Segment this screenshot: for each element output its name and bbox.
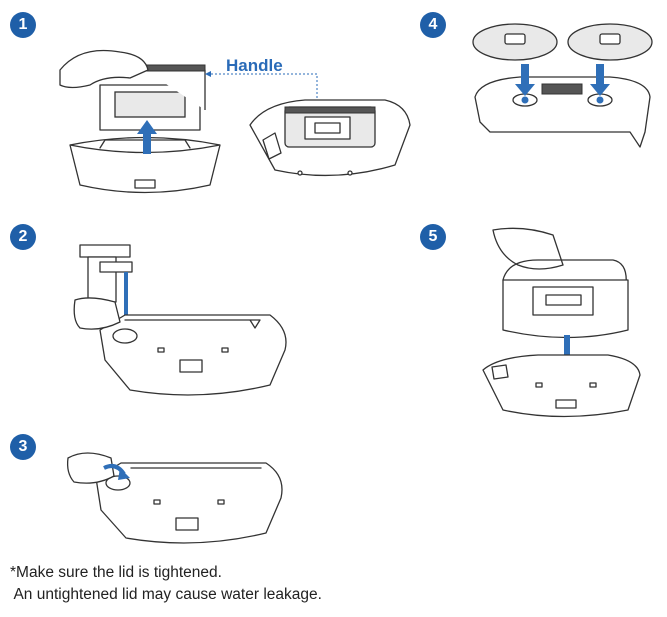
step-4-badge: 4 bbox=[420, 12, 446, 38]
step-3-illustration bbox=[66, 452, 283, 544]
step-2-badge: 2 bbox=[10, 224, 36, 250]
step-2-illustration bbox=[73, 244, 287, 396]
step-4-illustration bbox=[472, 23, 653, 148]
note-line-1: *Make sure the lid is tightened. bbox=[10, 564, 222, 581]
handle-callout-label: Handle bbox=[226, 56, 283, 75]
step-1-badge: 1 bbox=[10, 12, 36, 38]
note-line-2: An untightened lid may cause water leaka… bbox=[10, 586, 322, 603]
step-5-badge: 5 bbox=[420, 224, 446, 250]
step-3-badge: 3 bbox=[10, 434, 36, 460]
step-1-base-with-handle bbox=[249, 99, 411, 177]
step-5-illustration bbox=[482, 227, 641, 418]
step-1-illustration bbox=[59, 49, 221, 194]
